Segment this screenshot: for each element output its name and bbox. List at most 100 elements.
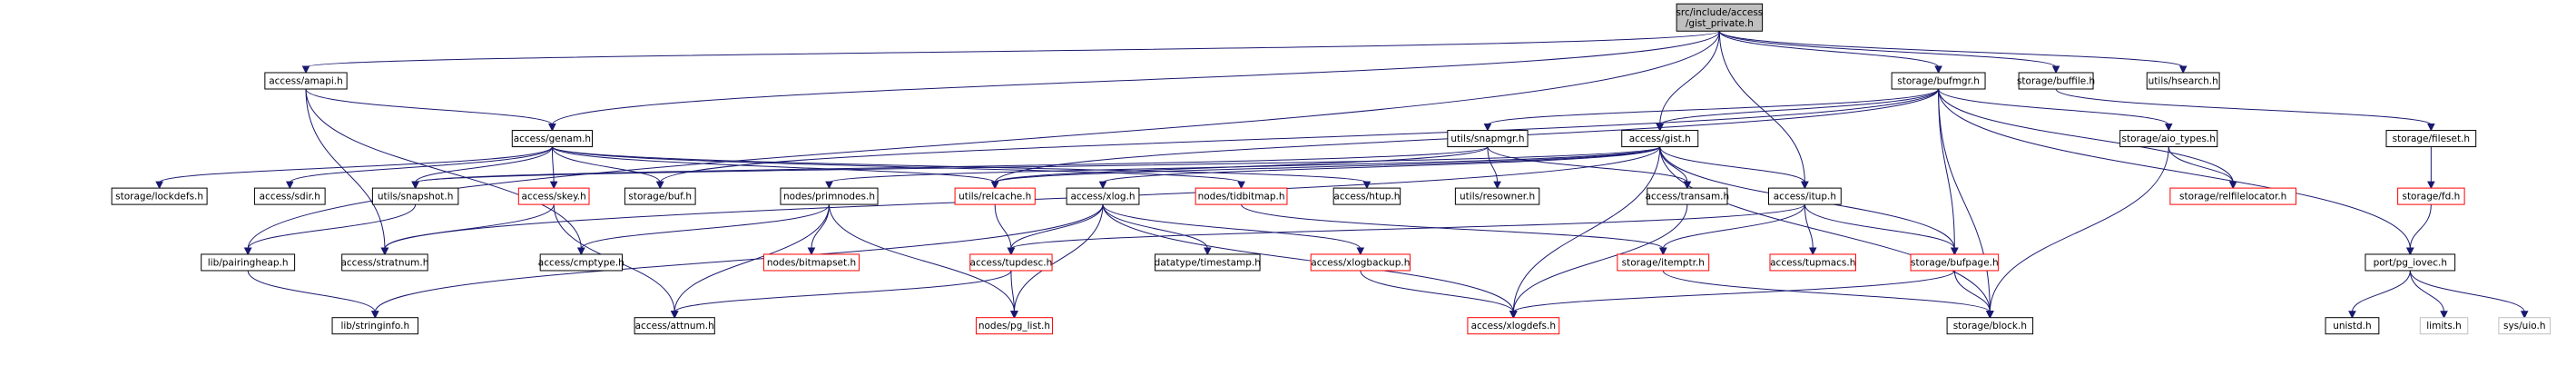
node-itup[interactable]: access/itup.h [1767,187,1842,205]
node-box-hsearch[interactable] [2146,72,2220,90]
node-amapi[interactable]: access/amapi.h [264,72,348,90]
node-box-genam[interactable] [511,130,593,148]
node-box-xlogdefs[interactable] [1467,317,1560,335]
edge-genam-to-tidbitmap [551,146,1243,183]
node-box-fileset[interactable] [2385,130,2477,148]
node-pg_iovec[interactable]: port/pg_iovec.h [2365,253,2456,272]
node-box-gist[interactable] [1621,130,1699,148]
node-sdir[interactable]: access/sdir.h [253,187,326,205]
node-box-xlogbackup[interactable] [1310,253,1411,272]
node-box-bufmgr[interactable] [1891,72,1986,90]
node-tidbitmap[interactable]: nodes/tidbitmap.h [1195,187,1288,205]
node-box-buf[interactable] [624,187,696,205]
node-box-fd[interactable] [2397,187,2465,205]
node-box-tidbitmap[interactable] [1195,187,1288,205]
node-box-bitmapset[interactable] [762,253,860,272]
node-box-aio_types[interactable] [2119,130,2218,148]
node-bufpage[interactable]: storage/bufpage.h [1910,253,2000,272]
node-genam[interactable]: access/genam.h [511,130,593,148]
edge-skey-to-stratnum [384,203,555,250]
node-fileset[interactable]: storage/fileset.h [2385,130,2477,148]
edge-arrowhead-tupdesc-to-attnum [670,311,679,319]
node-box-itup[interactable] [1767,187,1842,205]
node-xlogbackup[interactable]: access/xlogbackup.h [1310,253,1411,272]
node-bitmapset[interactable]: nodes/bitmapset.h [762,253,860,272]
edge-arrowhead-gist-to-itup [1801,181,1809,190]
node-box-relfilelocator[interactable] [2169,187,2296,205]
node-box-pg_list[interactable] [975,317,1053,335]
node-box-sysuio[interactable] [2498,317,2551,335]
node-box-lockdefs[interactable] [111,187,208,205]
node-pairingheap[interactable]: lib/pairingheap.h [201,253,296,272]
node-xlogdefs[interactable]: access/xlogdefs.h [1467,317,1560,335]
node-box-limits[interactable] [2419,317,2469,335]
node-box-itemptr[interactable] [1617,253,1710,272]
edge-arrowhead-amapi-to-genam [548,124,556,132]
node-snapmgr[interactable]: utils/snapmgr.h [1447,130,1529,148]
edge-amapi-to-genam [305,88,553,125]
node-gist[interactable]: access/gist.h [1621,130,1699,148]
node-root[interactable]: src/include/access/gist_private.h [1676,3,1764,32]
node-box-pairingheap[interactable] [201,253,296,272]
node-box-pg_iovec[interactable] [2365,253,2456,272]
node-limits[interactable]: limits.h [2419,317,2469,335]
node-label-hsearch: utils/hsearch.h [2148,76,2218,87]
node-box-xlog[interactable] [1066,187,1140,205]
edge-primnodes-to-cmptype [580,203,830,250]
node-box-root[interactable] [1676,3,1764,32]
node-box-timestamp[interactable] [1155,253,1261,272]
node-box-buffile[interactable] [2018,72,2094,90]
node-skey[interactable]: access/skey.h [517,187,590,205]
node-box-snapmgr[interactable] [1447,130,1529,148]
node-box-attnum[interactable] [634,317,715,335]
node-box-sdir[interactable] [253,187,326,205]
node-primnodes[interactable]: nodes/primnodes.h [780,187,879,205]
node-timestamp[interactable]: datatype/timestamp.h [1155,253,1261,272]
node-hsearch[interactable]: utils/hsearch.h [2146,72,2220,90]
node-itemptr[interactable]: storage/itemptr.h [1617,253,1710,272]
node-box-cmptype[interactable] [539,253,623,272]
node-pg_list[interactable]: nodes/pg_list.h [975,317,1053,335]
node-label-fd: storage/fd.h [2402,192,2460,203]
node-box-tupmacs[interactable] [1769,253,1856,272]
node-bufmgr[interactable]: storage/bufmgr.h [1891,72,1986,90]
node-xlog[interactable]: access/xlog.h [1066,187,1140,205]
node-box-stratnum[interactable] [341,253,428,272]
node-resowner[interactable]: utils/resowner.h [1454,187,1540,205]
node-box-stringinfo[interactable] [331,317,419,335]
node-aio_types[interactable]: storage/aio_types.h [2119,130,2218,148]
node-snapshot[interactable]: utils/snapshot.h [371,187,459,205]
node-buffile[interactable]: storage/buffile.h [2017,72,2095,90]
node-cmptype[interactable]: access/cmptype.h [538,253,624,272]
node-box-tupdesc[interactable] [969,253,1053,272]
node-box-resowner[interactable] [1454,187,1540,205]
node-unistd[interactable]: unistd.h [2325,317,2380,335]
node-relfilelocator[interactable]: storage/relfilelocator.h [2169,187,2296,205]
node-box-amapi[interactable] [264,72,348,90]
node-box-transam[interactable] [1647,187,1728,205]
node-tupdesc[interactable]: access/tupdesc.h [969,253,1053,272]
node-attnum[interactable]: access/attnum.h [634,317,715,335]
node-htup[interactable]: access/htup.h [1332,187,1401,205]
edge-arrowhead-bufmgr-to-snapmgr [1483,124,1492,132]
node-sysuio[interactable]: sys/uio.h [2498,317,2551,335]
node-lockdefs[interactable]: storage/lockdefs.h [111,187,208,205]
node-box-block[interactable] [1946,317,2034,335]
node-block[interactable]: storage/block.h [1946,317,2034,335]
node-box-htup[interactable] [1332,187,1401,205]
node-box-snapshot[interactable] [371,187,459,205]
node-box-unistd[interactable] [2325,317,2380,335]
node-stratnum[interactable]: access/stratnum.h [340,253,428,272]
node-relcache[interactable]: utils/relcache.h [954,187,1036,205]
node-box-skey[interactable] [517,187,590,205]
node-box-relcache[interactable] [954,187,1036,205]
node-fd[interactable]: storage/fd.h [2397,187,2465,205]
node-stringinfo[interactable]: lib/stringinfo.h [331,317,419,335]
node-box-bufpage[interactable] [1910,253,2000,272]
node-box-primnodes[interactable] [780,187,879,205]
node-tupmacs[interactable]: access/tupmacs.h [1769,253,1856,272]
node-label-pairingheap: lib/pairingheap.h [208,257,289,268]
node-transam[interactable]: access/transam.h [1646,187,1730,205]
node-buf[interactable]: storage/buf.h [624,187,696,205]
edge-arrowhead-genam-to-skey [549,181,558,190]
